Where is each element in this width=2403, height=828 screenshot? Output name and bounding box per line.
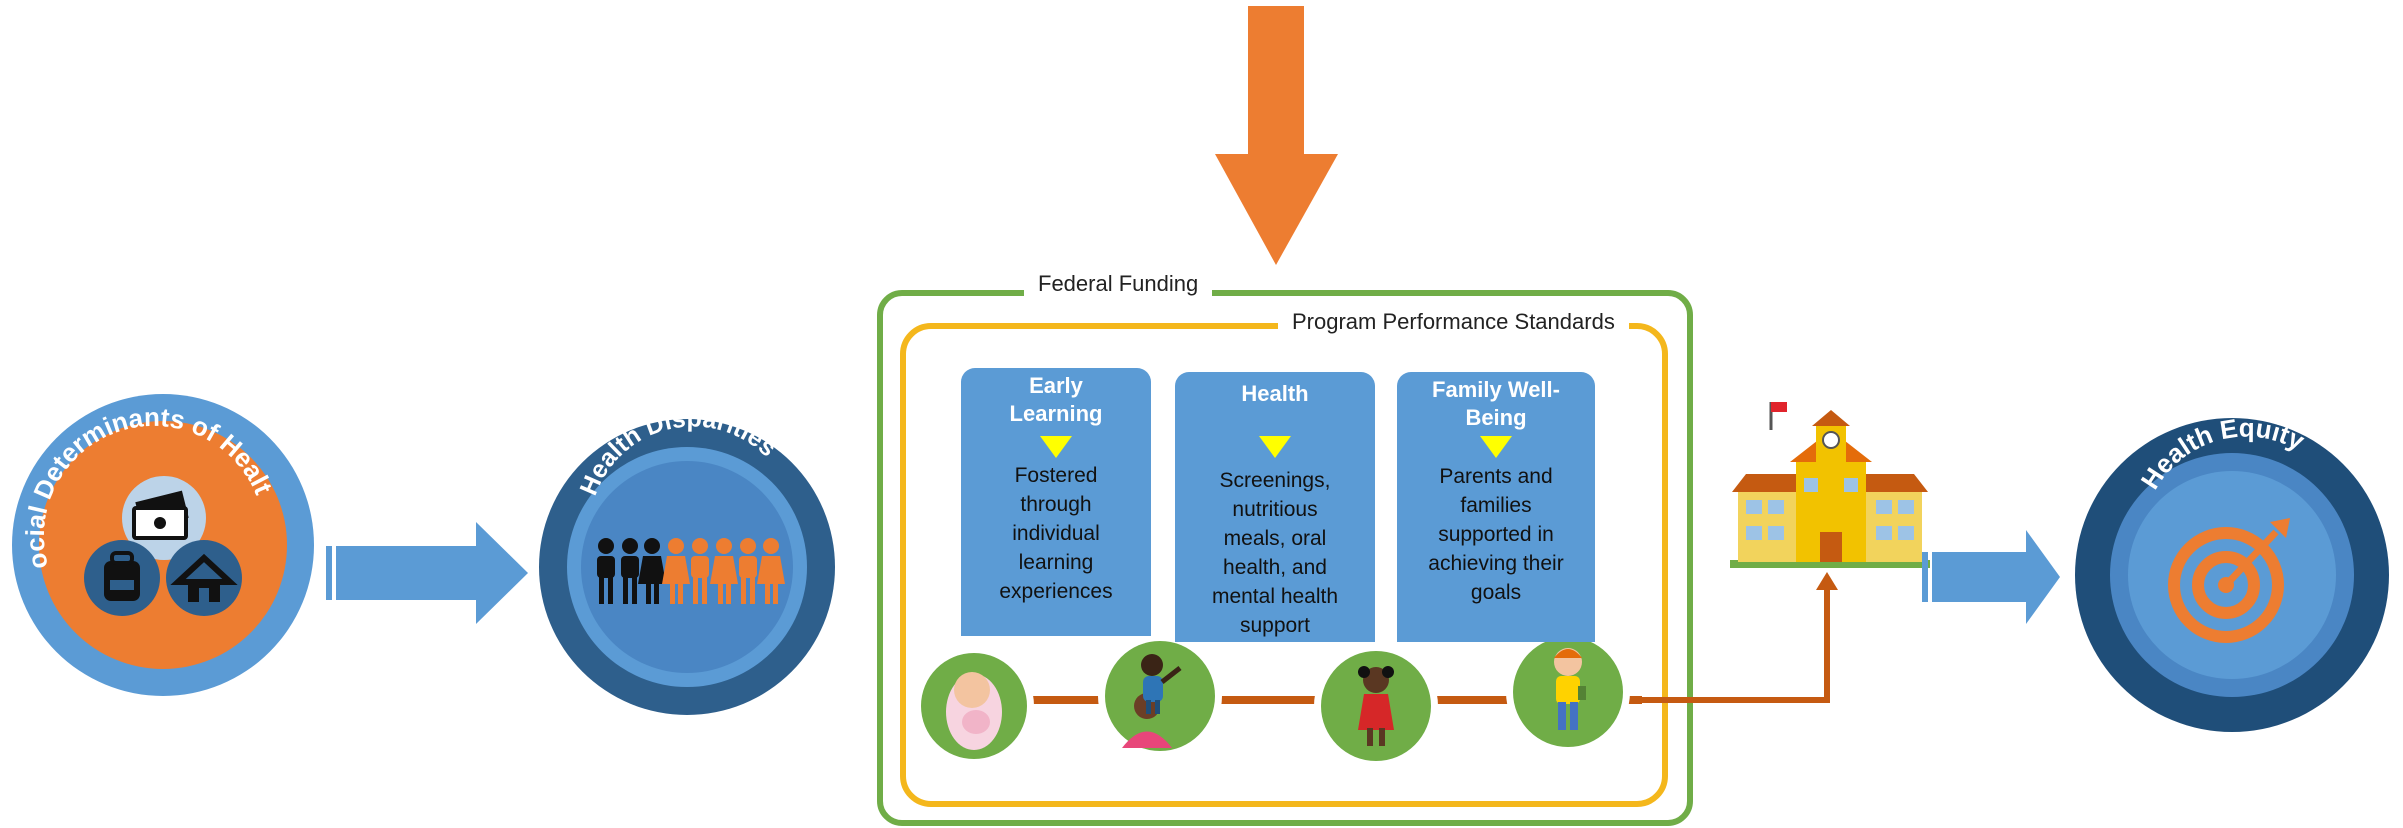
federal-funding-frame <box>877 290 1693 826</box>
card-family-well-being-title: Family Well-Being <box>1432 377 1560 430</box>
school-boy-icon <box>1506 630 1630 754</box>
arrow-school-to-equity <box>1922 530 2060 624</box>
parent-with-toddler-icon <box>1098 634 1222 758</box>
health-disparities-circle: Health Disparities <box>539 404 835 715</box>
preschool-girl-icon <box>1314 644 1438 768</box>
card-health-pointer <box>1259 436 1291 458</box>
target-icon <box>2168 518 2290 643</box>
card-health-title: Health <box>1241 381 1309 406</box>
people-black-icon <box>597 538 666 604</box>
program-standards-label: Program Performance Standards <box>1278 309 1629 335</box>
backpack-icon <box>84 540 160 616</box>
money-icon <box>122 476 206 560</box>
arrow-to-school <box>1642 572 1838 703</box>
federal-funding-label: Federal Funding <box>1024 271 1213 297</box>
card-early-learning-pointer <box>1040 436 1072 458</box>
health-equity-circle: Health Equity <box>2075 413 2389 732</box>
infant-icon <box>914 646 1034 766</box>
school-building-icon <box>1730 402 1930 568</box>
house-icon <box>166 540 242 616</box>
social-determinants-circle: Social Determinants of Health <box>0 0 314 696</box>
people-orange-icon <box>662 538 785 604</box>
card-family-well-being-pointer <box>1480 436 1512 458</box>
arrow-sdh-to-disparities <box>326 522 528 624</box>
funding-down-arrow <box>1215 6 1338 265</box>
